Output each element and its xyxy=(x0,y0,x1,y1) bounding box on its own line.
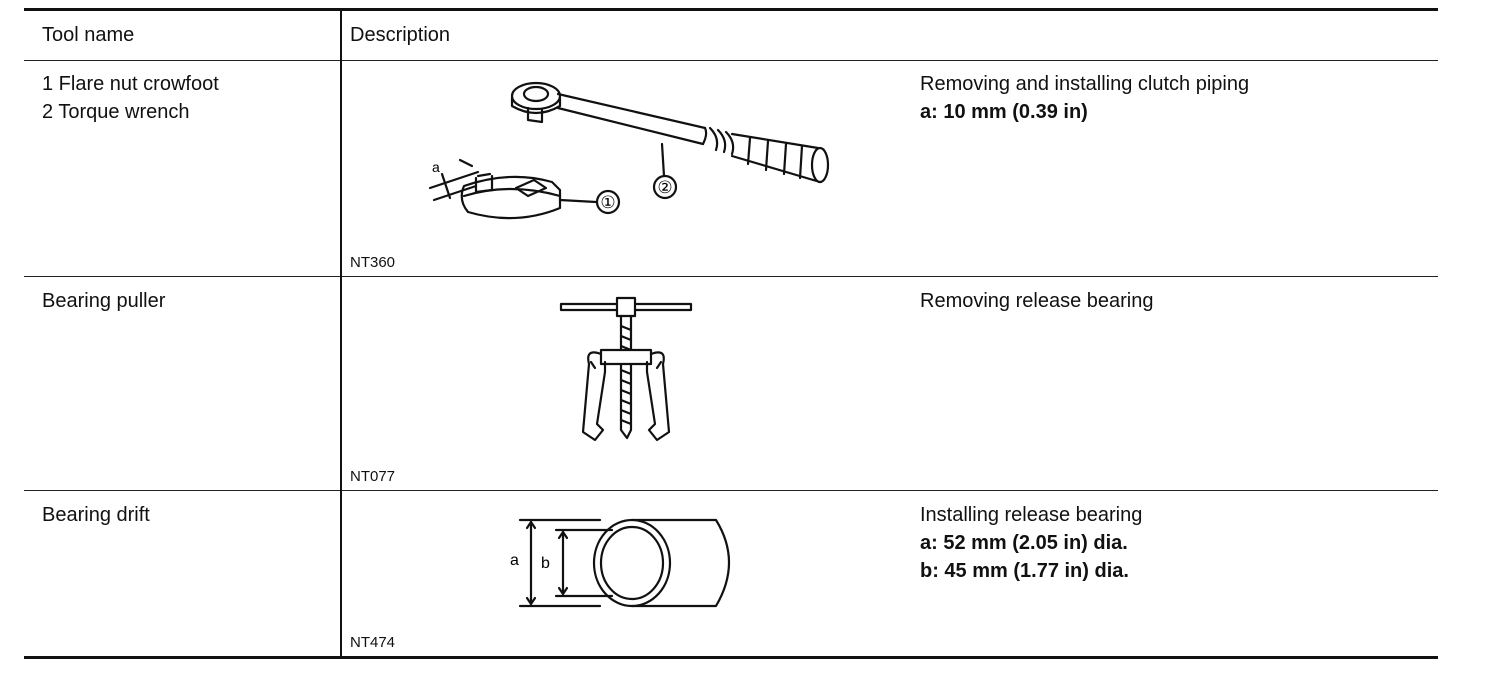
dimension-label-b: b xyxy=(541,555,550,572)
header-tool-name: Tool name xyxy=(42,24,135,46)
tool-spec: b: 45 mm (1.77 in) dia. xyxy=(920,560,1129,582)
tool-usage: Removing and installing clutch piping xyxy=(920,73,1250,95)
tool-name-line: Bearing puller xyxy=(42,290,166,312)
column-divider xyxy=(340,9,342,658)
tool-spec: a: 52 mm (2.05 in) dia. xyxy=(920,532,1128,554)
table-top-rule xyxy=(24,8,1438,11)
bearing-puller-illustration xyxy=(559,296,693,442)
crowfoot-torque-wrench-illustration: a ① ② xyxy=(428,81,830,220)
header-description: Description xyxy=(350,24,451,46)
callout-2: ② xyxy=(657,178,672,197)
tool-name-line: 2 Torque wrench xyxy=(42,101,190,123)
figure-code: NT474 xyxy=(350,634,396,651)
dimension-label-a: a xyxy=(432,159,440,175)
tool-usage: Removing release bearing xyxy=(920,290,1154,312)
dimension-label-a: a xyxy=(510,552,519,569)
header-divider xyxy=(24,60,1438,61)
callout-1: ① xyxy=(600,193,615,212)
figure-code: NT360 xyxy=(350,254,396,271)
tool-name-line: Bearing drift xyxy=(42,504,150,526)
tool-usage: Installing release bearing xyxy=(920,504,1143,526)
tool-name-line: 1 Flare nut crowfoot xyxy=(42,73,219,95)
row-divider-2 xyxy=(24,490,1438,491)
row-divider-1 xyxy=(24,276,1438,277)
bearing-drift-illustration: a b xyxy=(510,518,731,608)
tool-spec: a: 10 mm (0.39 in) xyxy=(920,101,1088,123)
table-bottom-rule xyxy=(24,656,1438,659)
figure-code: NT077 xyxy=(350,468,396,485)
